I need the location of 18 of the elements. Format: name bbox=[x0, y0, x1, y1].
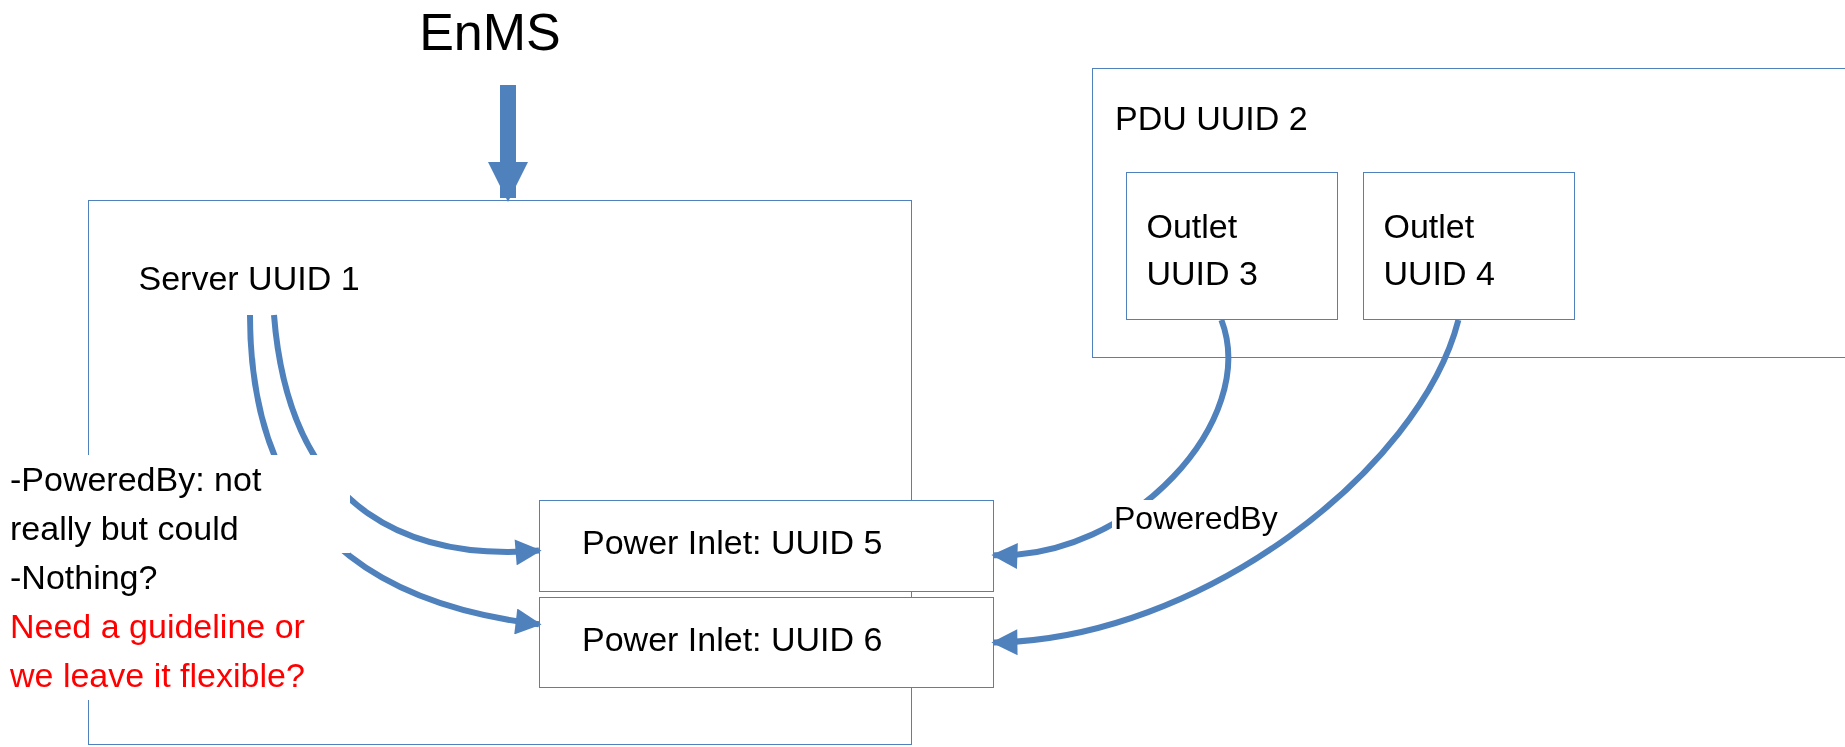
curved-arrow bbox=[991, 319, 1231, 567]
note-text: -Nothing? bbox=[10, 553, 158, 602]
curved-arrow bbox=[991, 319, 1462, 654]
server-label: Server UUID 1 bbox=[138, 257, 360, 299]
note-text: -PoweredBy: not really but could bbox=[10, 455, 350, 553]
box-label: Outlet UUID 3 bbox=[1146, 205, 1259, 295]
component-box bbox=[1362, 171, 1575, 320]
edge-label: PoweredBy bbox=[1112, 500, 1280, 537]
box-label: PDU UUID 2 bbox=[1115, 98, 1308, 139]
component-box bbox=[539, 500, 994, 592]
box-label: Power Inlet: UUID 5 bbox=[582, 522, 883, 563]
component-box bbox=[1125, 171, 1338, 320]
component-box bbox=[539, 597, 994, 688]
box-label: Power Inlet: UUID 6 bbox=[582, 619, 883, 660]
component-box bbox=[1092, 68, 1845, 358]
diagram-title: EnMS bbox=[418, 2, 562, 62]
block-arrow bbox=[488, 85, 528, 202]
box-label: Outlet UUID 4 bbox=[1383, 205, 1496, 295]
